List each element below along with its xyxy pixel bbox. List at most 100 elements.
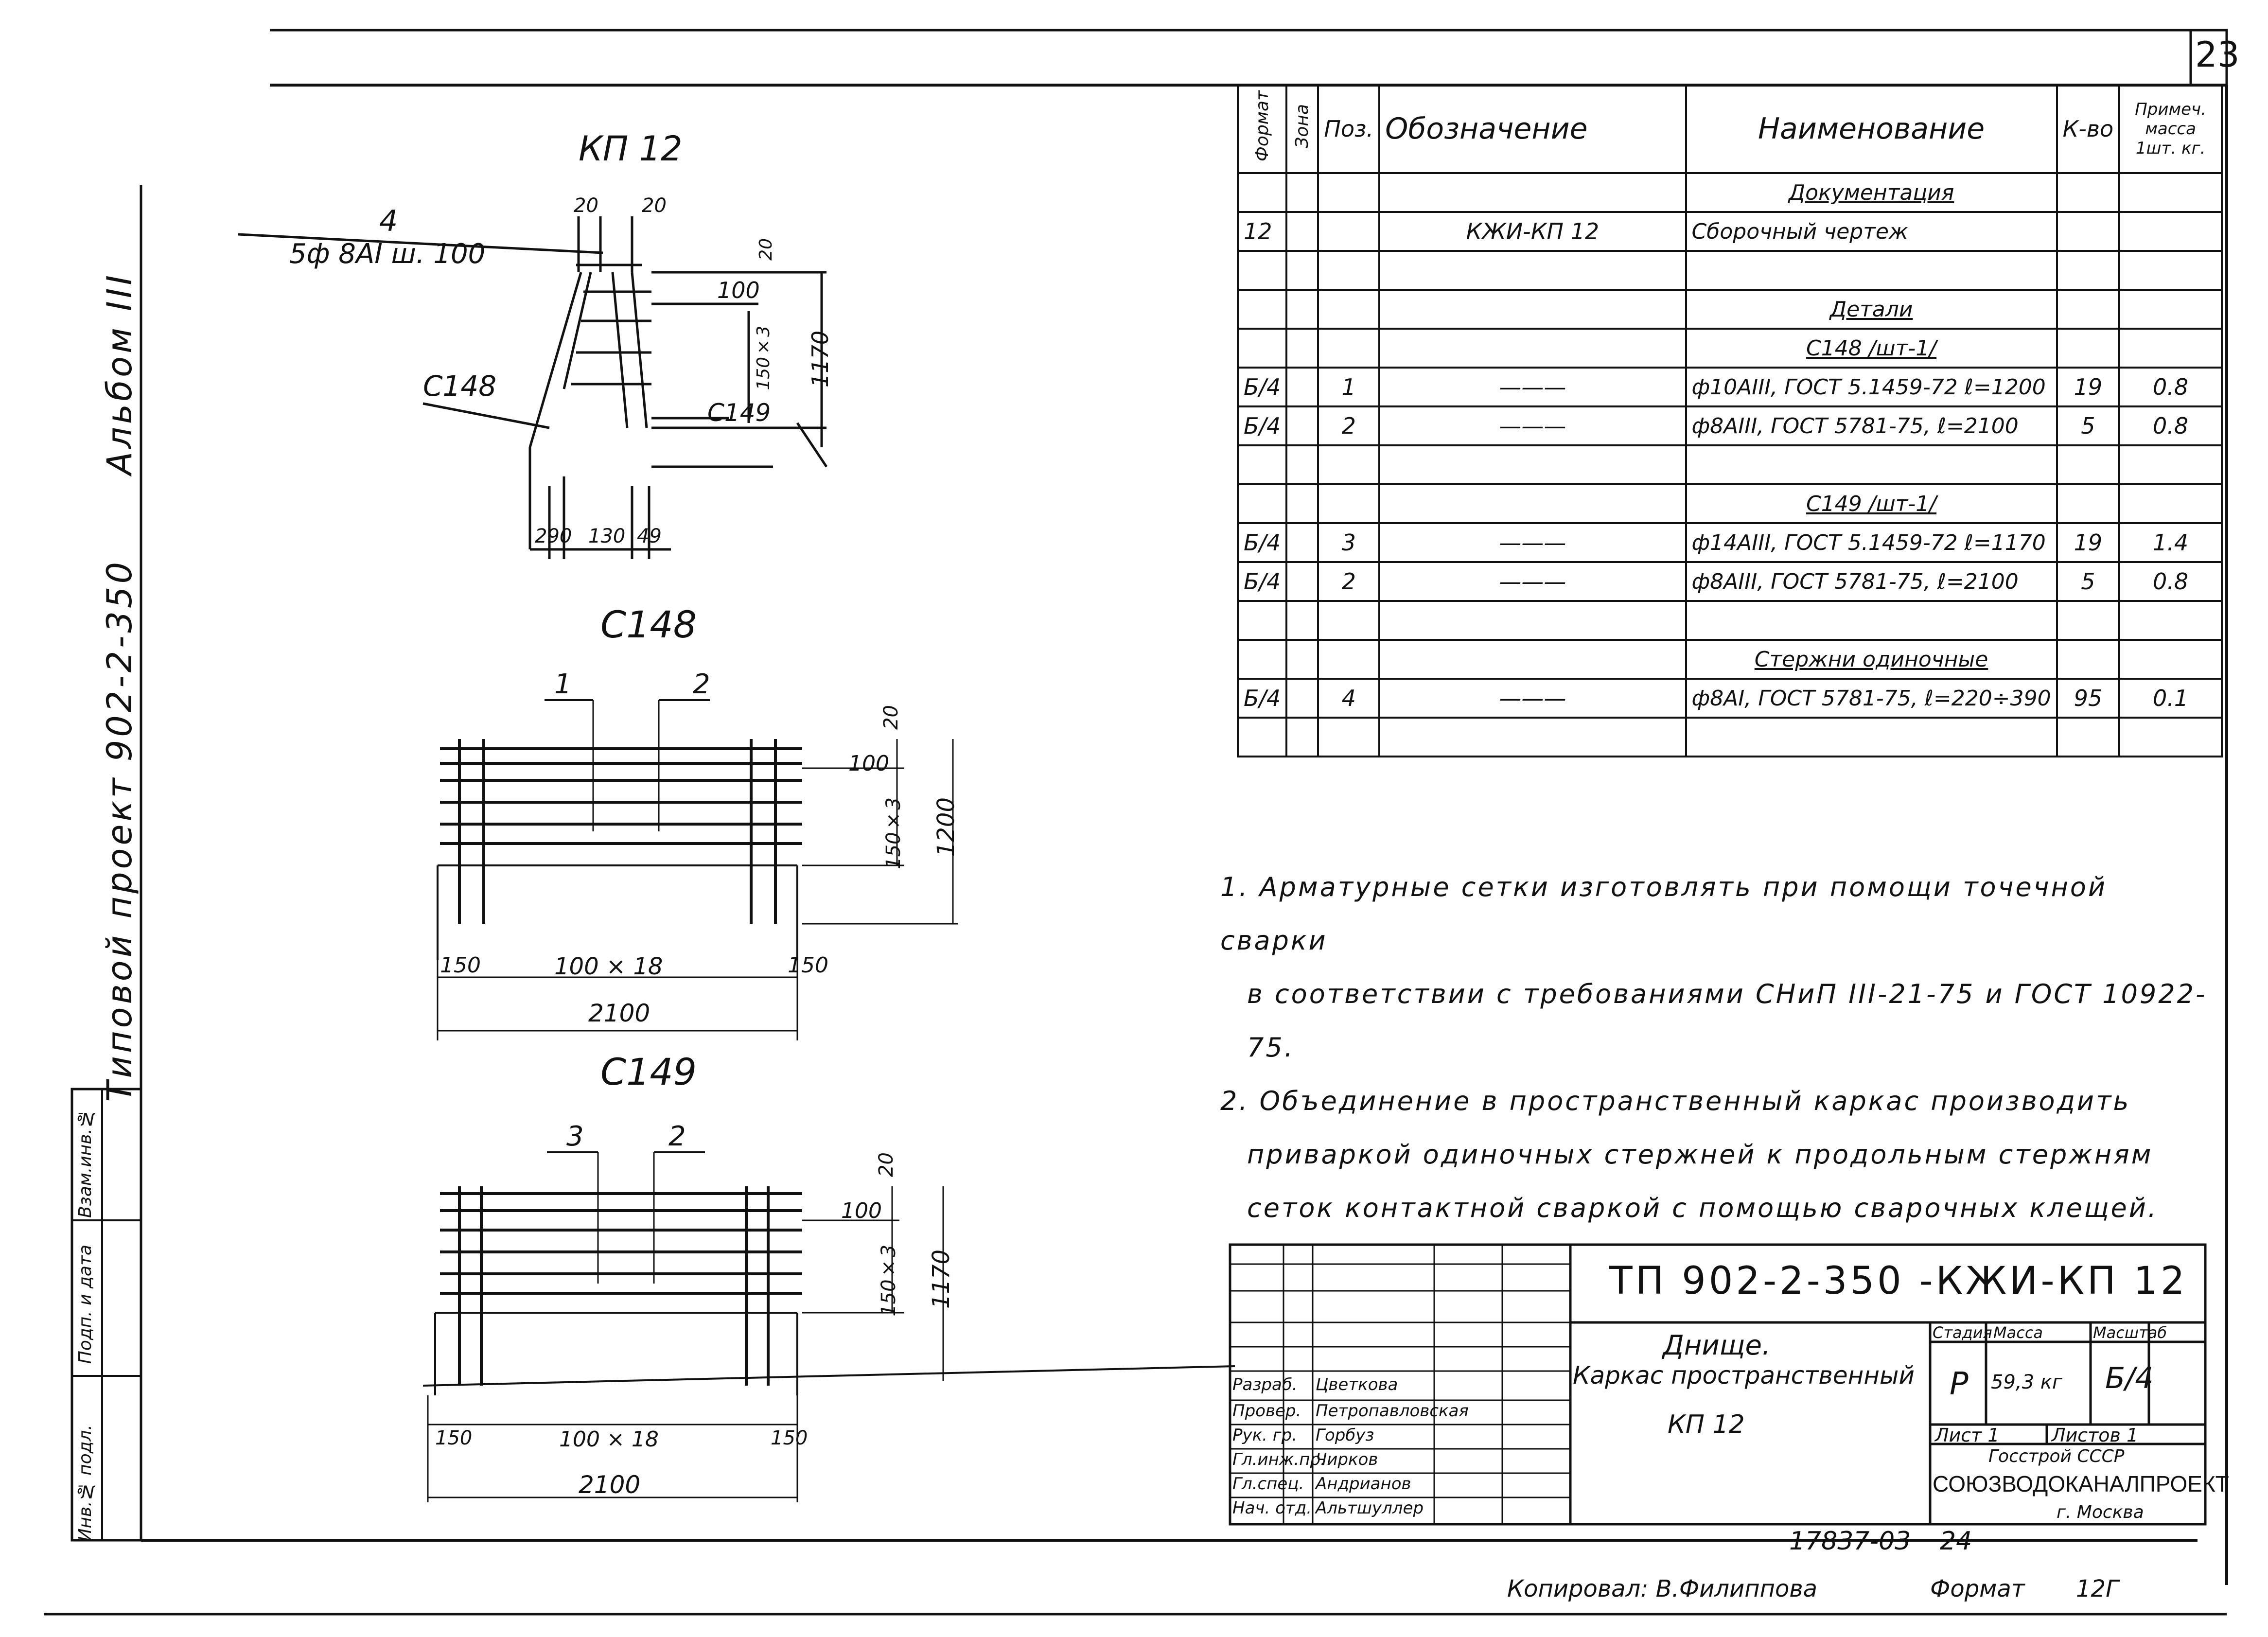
spec-cell-designation	[1378, 250, 1687, 291]
staff-name: Альтшуллер	[1316, 1498, 1424, 1518]
spec-cell-format	[1236, 600, 1288, 641]
spec-cell-name: Стержни одиночные	[1685, 639, 2058, 680]
kp12-left-mesh: С148	[423, 370, 497, 403]
spec-cell-name	[1685, 250, 2058, 291]
sheet-label: Лист 1	[1935, 1425, 2000, 1446]
staff-role: Гл.спец.	[1232, 1474, 1304, 1494]
kp12-dim-150x3: 150×3	[754, 326, 774, 390]
spec-cell-name: С148 /шт-1/	[1685, 328, 2058, 369]
spec-cell-designation: ———	[1378, 367, 1687, 407]
spec-cell-format	[1236, 483, 1288, 524]
spec-cell-zone	[1285, 172, 1319, 213]
spec-cell-note: 1.4	[2118, 522, 2223, 563]
kp12-dim-290: 290	[535, 525, 572, 547]
spec-cell-format	[1236, 250, 1288, 291]
scale-label: Масштаб	[2093, 1323, 2167, 1342]
kp12-dim-20a: 20	[574, 194, 598, 217]
note-line: 1. Арматурные сетки изготовлять при помо…	[1220, 872, 2108, 956]
spec-col-note: Примеч. масса 1шт. кг.	[2118, 84, 2223, 174]
note-line: в соответствии с требованиями СНиП III-2…	[1247, 979, 2207, 1063]
c149-dim-150a: 150	[435, 1427, 473, 1449]
kp12-pos-label: 4	[379, 204, 398, 238]
spec-cell-format: Б/4	[1236, 678, 1288, 719]
copier-label: Копировал: В.Филиппова	[1507, 1575, 1818, 1602]
spec-cell-zone	[1285, 211, 1319, 252]
spec-cell-zone	[1285, 522, 1319, 563]
c149-dim-100x18: 100 × 18	[559, 1427, 659, 1452]
spec-cell-zone	[1285, 483, 1319, 524]
spec-cell-designation	[1378, 289, 1687, 330]
spec-cell-zone	[1285, 678, 1319, 719]
c148-dim-2100: 2100	[588, 999, 651, 1027]
spec-cell-name: С149 /шт-1/	[1685, 483, 2058, 524]
kp12-dim-20b: 20	[642, 194, 667, 217]
side-stamp-podp-data: Подп. и дата	[75, 1245, 95, 1364]
spec-cell-qty: 19	[2056, 367, 2121, 407]
staff-role: Провер.	[1232, 1401, 1301, 1421]
spec-cell-format: 12	[1236, 211, 1288, 252]
org-line-1: Госстрой СССР	[1988, 1446, 2125, 1466]
c149-title: С149	[600, 1050, 697, 1093]
spec-cell-note	[2118, 328, 2223, 369]
spec-cell-qty: 5	[2056, 561, 2121, 602]
spec-cell-note	[2118, 250, 2223, 291]
spec-cell-note	[2118, 289, 2223, 330]
stage-label: Стадия	[1933, 1323, 1992, 1342]
spec-cell-pos: 4	[1317, 678, 1381, 719]
c149-dim-2100: 2100	[579, 1471, 641, 1499]
kp12-section	[238, 216, 828, 559]
c149-pos2: 2	[668, 1121, 686, 1152]
spec-cell-pos: 2	[1317, 561, 1381, 602]
staff-name: Горбуз	[1316, 1426, 1374, 1445]
spec-cell-note	[2118, 483, 2223, 524]
title-name-3: КП 12	[1668, 1410, 1745, 1439]
spec-cell-name: ф14АIII, ГОСТ 5.1459-72 ℓ=1170	[1685, 522, 2058, 563]
c148-pos2: 2	[693, 669, 710, 700]
kp12-title: КП 12	[579, 129, 683, 169]
spec-cell-designation: ———	[1378, 678, 1687, 719]
spec-cell-note: 0.8	[2118, 405, 2223, 446]
spec-cell-name: ф8АIII, ГОСТ 5781-75, ℓ=2100	[1685, 561, 2058, 602]
spec-cell-zone	[1285, 717, 1319, 757]
format-value: 12Г	[2076, 1575, 2119, 1602]
spec-col-qty: К-во	[2056, 84, 2121, 174]
staff-name: Цветкова	[1316, 1375, 1398, 1394]
general-notes: 1. Арматурные сетки изготовлять при помо…	[1220, 861, 2222, 1235]
spec-table-header: Формат Зона Поз. Обозначение Наименовани…	[1236, 84, 2223, 174]
spec-cell-qty	[2056, 483, 2121, 524]
spec-cell-name	[1685, 444, 2058, 485]
spec-row: С148 /шт-1/	[1236, 328, 2223, 369]
spec-cell-designation	[1378, 172, 1687, 213]
side-stamp-vzam-inv: Взам.инв.№	[75, 1109, 95, 1218]
spec-cell-name	[1685, 717, 2058, 757]
spec-cell-designation	[1378, 600, 1687, 641]
spec-cell-zone	[1285, 444, 1319, 485]
spec-cell-qty	[2056, 328, 2121, 369]
spec-cell-pos	[1317, 211, 1381, 252]
spec-cell-note	[2118, 600, 2223, 641]
spec-cell-name: ф10АIII, ГОСТ 5.1459-72 ℓ=1200	[1685, 367, 2058, 407]
spec-cell-qty	[2056, 717, 2121, 757]
spec-cell-qty: 19	[2056, 522, 2121, 563]
spec-cell-qty	[2056, 172, 2121, 213]
spec-row	[1236, 444, 2223, 485]
inventory-sheet: 24	[1940, 1527, 1972, 1556]
spec-cell-zone	[1285, 367, 1319, 407]
scale-value: Б/4	[2105, 1361, 2154, 1395]
c148-dim-150b: 150	[788, 953, 828, 978]
spec-cell-designation: ———	[1378, 405, 1687, 446]
spec-cell-qty: 95	[2056, 678, 2121, 719]
spec-cell-qty: 5	[2056, 405, 2121, 446]
kp12-rebar-label: 5ф 8АI ш. 100	[289, 238, 486, 270]
spec-cell-designation: ———	[1378, 522, 1687, 563]
spec-cell-designation	[1378, 639, 1687, 680]
spec-cell-designation: КЖИ-КП 12	[1378, 211, 1687, 252]
spec-col-pos: Поз.	[1317, 84, 1381, 174]
spec-col-designation: Обозначение	[1378, 84, 1687, 174]
spec-col-zone: Зона	[1285, 84, 1319, 174]
c148-pos1: 1	[554, 669, 572, 700]
spec-cell-name: Детали	[1685, 289, 2058, 330]
